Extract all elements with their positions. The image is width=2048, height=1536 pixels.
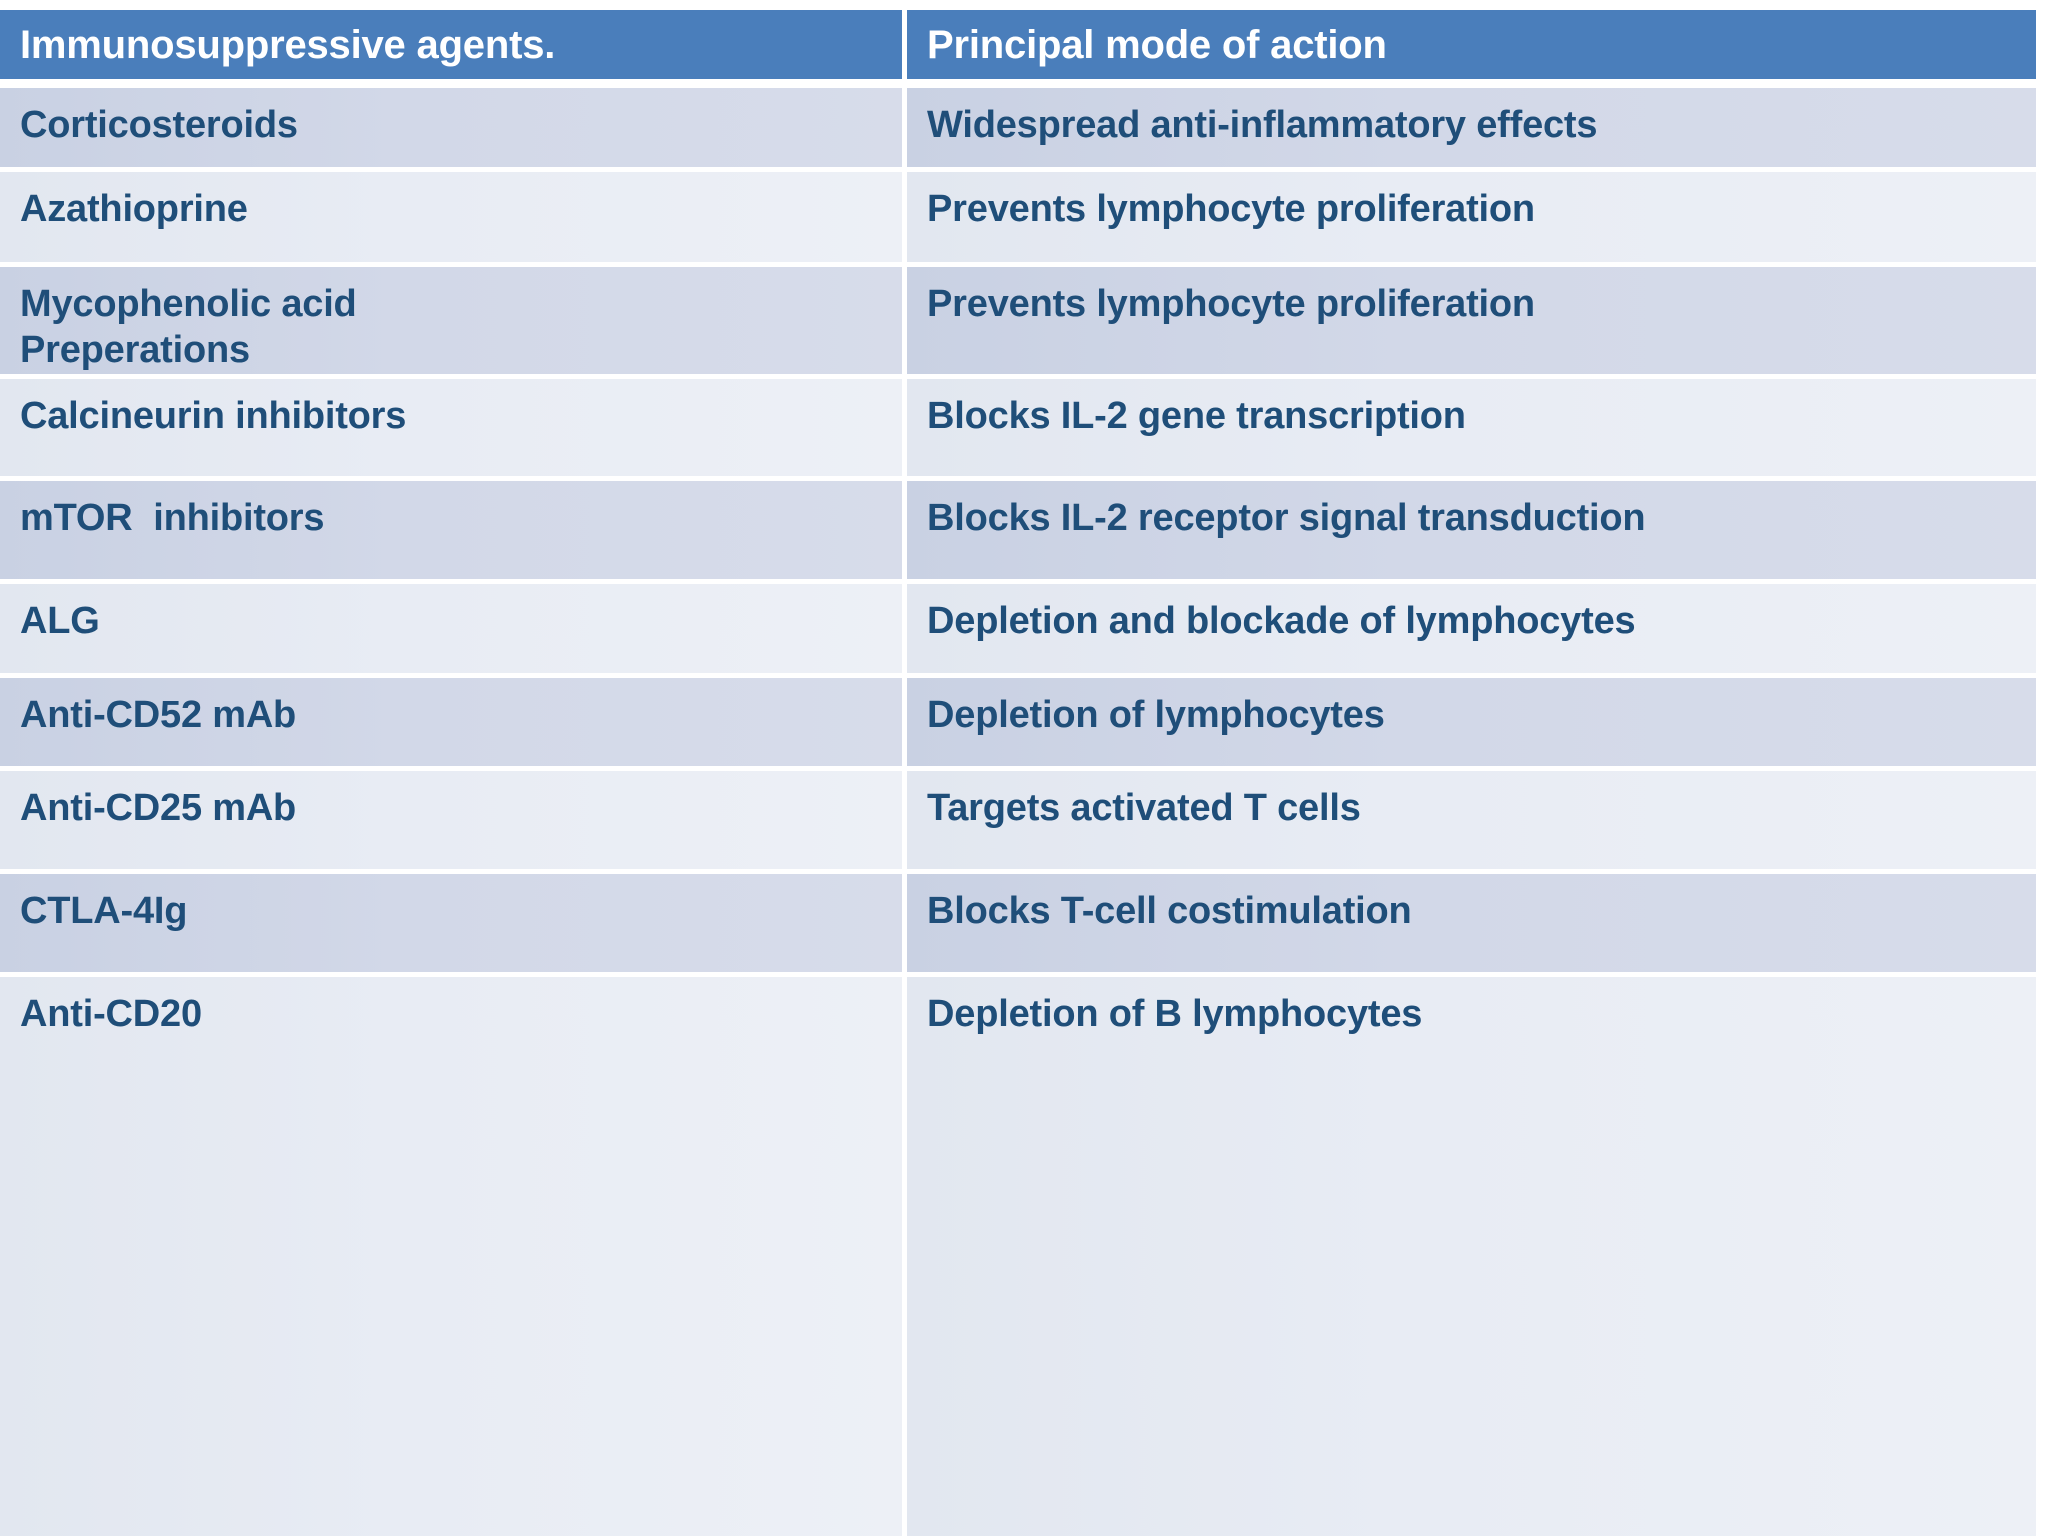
- cell-agent: Azathioprine: [0, 172, 908, 267]
- cell-agent: Anti-CD25 mAb: [0, 770, 908, 874]
- table-row: Azathioprine Prevents lymphocyte prolife…: [0, 172, 2036, 267]
- cell-mode: Depletion of lymphocytes: [907, 677, 2036, 771]
- table-row: Anti-CD20 Depletion of B lymphocytes: [0, 976, 2036, 1536]
- table-body: Corticosteroids Widespread anti-inflamma…: [0, 88, 2036, 1536]
- table-row: Mycophenolic acid Preperations Prevents …: [0, 267, 2036, 379]
- table-header: Immunosuppressive agents. Principal mode…: [0, 10, 2036, 88]
- cell-agent: Anti-CD52 mAb: [0, 677, 908, 771]
- table-row: CTLA-4Ig Blocks T-cell costimulation: [0, 873, 2036, 977]
- cell-mode: Blocks IL-2 gene transcription: [907, 378, 2036, 481]
- cell-mode: Prevents lymphocyte proliferation: [907, 172, 2036, 267]
- header-row: Immunosuppressive agents. Principal mode…: [0, 10, 2036, 88]
- column-header-mode-of-action: Principal mode of action: [907, 10, 2036, 88]
- cell-mode: Blocks IL-2 receptor signal transduction: [907, 480, 2036, 584]
- immunosuppressive-agents-table: Immunosuppressive agents. Principal mode…: [0, 10, 2036, 1536]
- cell-agent: ALG: [0, 583, 908, 678]
- cell-mode: Depletion of B lymphocytes: [907, 976, 2036, 1536]
- cell-mode: Widespread anti-inflammatory effects: [907, 88, 2036, 172]
- cell-agent: Calcineurin inhibitors: [0, 378, 908, 481]
- cell-agent: CTLA-4Ig: [0, 873, 908, 977]
- cell-mode: Targets activated T cells: [907, 770, 2036, 874]
- cell-mode: Blocks T-cell costimulation: [907, 873, 2036, 977]
- cell-mode: Prevents lymphocyte proliferation: [907, 267, 2036, 379]
- table-row: Corticosteroids Widespread anti-inflamma…: [0, 88, 2036, 172]
- cell-agent: mTOR inhibitors: [0, 480, 908, 584]
- cell-agent: Mycophenolic acid Preperations: [0, 267, 908, 379]
- table-row: Calcineurin inhibitors Blocks IL-2 gene …: [0, 378, 2036, 481]
- cell-agent: Corticosteroids: [0, 88, 908, 172]
- table-row: mTOR inhibitors Blocks IL-2 receptor sig…: [0, 480, 2036, 584]
- cell-mode: Depletion and blockade of lymphocytes: [907, 583, 2036, 678]
- cell-agent: Anti-CD20: [0, 976, 908, 1536]
- table-row: ALG Depletion and blockade of lymphocyte…: [0, 583, 2036, 678]
- table-row: Anti-CD25 mAb Targets activated T cells: [0, 770, 2036, 874]
- table-row: Anti-CD52 mAb Depletion of lymphocytes: [0, 677, 2036, 771]
- column-header-agents: Immunosuppressive agents.: [0, 10, 908, 88]
